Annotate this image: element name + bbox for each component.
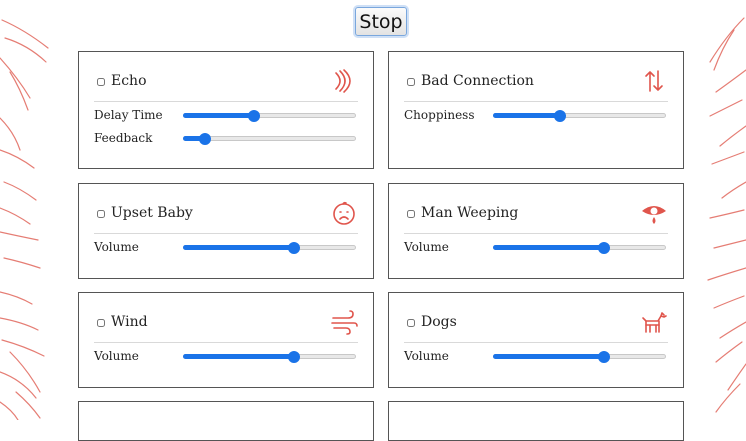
dog-icon [640, 308, 668, 336]
slider-fill [493, 354, 604, 359]
slider-fill [493, 113, 561, 118]
echo-checkbox[interactable] [97, 78, 105, 86]
effect-card-partial-right [388, 401, 684, 441]
slider-fill [493, 245, 604, 250]
slider-label: Volume [404, 349, 449, 363]
dogs-volume-slider[interactable] [493, 351, 666, 363]
slider-row-volume: Volume [94, 238, 358, 258]
slider-thumb[interactable] [287, 242, 300, 254]
card-header: Wind [94, 305, 358, 343]
slider-row-volume: Volume [404, 347, 668, 367]
man-weeping-volume-slider[interactable] [493, 242, 666, 254]
echo-waves-icon [330, 67, 358, 95]
man-weeping-checkbox[interactable] [407, 210, 415, 218]
slider-fill [183, 136, 206, 141]
card-title: Man Weeping [421, 205, 519, 221]
slider-thumb[interactable] [287, 351, 300, 363]
slider-label: Volume [404, 240, 449, 254]
upset-baby-checkbox[interactable] [97, 210, 105, 218]
weeping-eye-icon [640, 199, 668, 227]
effect-card-man-weeping: Man Weeping Volume [388, 183, 684, 279]
effect-card-dogs: Dogs Volume [388, 292, 684, 388]
effect-card-partial-left [78, 401, 374, 441]
slider-thumb[interactable] [597, 351, 610, 363]
choppiness-slider[interactable] [493, 110, 666, 122]
slider-fill [183, 113, 254, 118]
dogs-checkbox[interactable] [407, 319, 415, 327]
effect-card-wind: Wind Volume [78, 292, 374, 388]
slider-row-volume: Volume [404, 238, 668, 258]
slider-row-choppiness: Choppiness [404, 106, 668, 126]
slider-label: Volume [94, 349, 139, 363]
slider-row-volume: Volume [94, 347, 358, 367]
delay-time-slider[interactable] [183, 110, 356, 122]
effect-card-bad-connection: Bad Connection Choppiness [388, 51, 684, 169]
slider-row-delay-time: Delay Time [94, 106, 358, 126]
bad-connection-checkbox[interactable] [407, 78, 415, 86]
upset-baby-volume-slider[interactable] [183, 242, 356, 254]
card-header: Man Weeping [404, 196, 668, 234]
effect-card-upset-baby: Upset Baby Volume [78, 183, 374, 279]
wind-volume-slider[interactable] [183, 351, 356, 363]
effect-card-echo: Echo Delay Time Feedback [78, 51, 374, 169]
card-title: Echo [111, 73, 147, 89]
card-header: Bad Connection [404, 64, 668, 102]
slider-label: Delay Time [94, 108, 163, 122]
slider-label: Choppiness [404, 108, 475, 122]
card-title: Wind [111, 314, 148, 330]
right-decorative-lines [707, 17, 746, 413]
wind-icon [330, 308, 358, 336]
slider-fill [183, 245, 294, 250]
wind-checkbox[interactable] [97, 319, 105, 327]
feedback-slider[interactable] [183, 133, 356, 145]
stop-button[interactable]: Stop [355, 7, 407, 36]
card-header: Dogs [404, 305, 668, 343]
slider-label: Volume [94, 240, 139, 254]
card-header: Upset Baby [94, 196, 358, 234]
slider-row-feedback: Feedback [94, 129, 358, 149]
slider-label: Feedback [94, 131, 153, 145]
slider-fill [183, 354, 294, 359]
slider-thumb[interactable] [199, 133, 212, 145]
left-decorative-lines [0, 19, 49, 420]
slider-thumb[interactable] [247, 110, 260, 122]
card-title: Bad Connection [421, 73, 534, 89]
sad-face-icon [330, 199, 358, 227]
slider-thumb[interactable] [554, 110, 567, 122]
card-header: Echo [94, 64, 358, 102]
up-down-arrows-icon [640, 67, 668, 95]
card-title: Upset Baby [111, 205, 193, 221]
card-title: Dogs [421, 314, 457, 330]
slider-thumb[interactable] [597, 242, 610, 254]
